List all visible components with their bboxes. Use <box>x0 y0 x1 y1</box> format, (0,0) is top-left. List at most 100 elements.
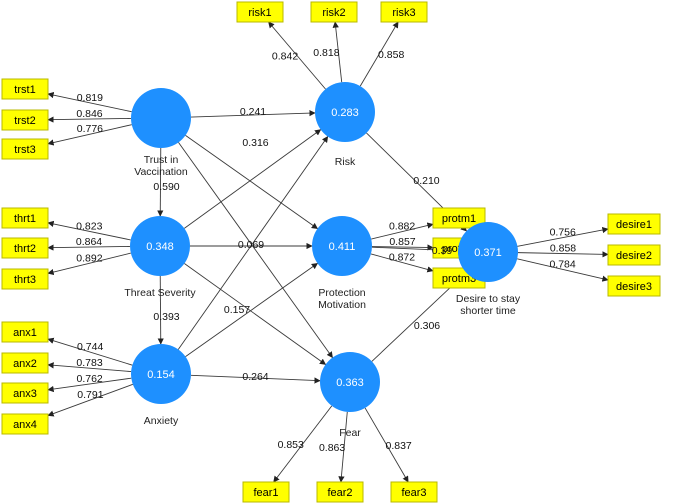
path-threat-to-risk <box>184 129 322 229</box>
indicator-trst2[interactable]: trst2 <box>1 109 49 131</box>
indicator-risk3[interactable]: risk3 <box>380 1 428 23</box>
indicator-box <box>1 207 49 229</box>
loading-arrow-anx2 <box>47 362 132 373</box>
path-threat-to-fear <box>184 263 327 365</box>
indicator-anx4[interactable]: anx4 <box>1 413 49 435</box>
loading-arrow-fear2 <box>338 411 348 483</box>
loading-value-thrt3: 0.892 <box>76 252 102 264</box>
indicator-box <box>316 481 364 503</box>
loading-arrow-desire2 <box>517 251 609 258</box>
indicator-trst1[interactable]: trst1 <box>1 78 49 100</box>
loading-arrow-risk1 <box>268 21 326 90</box>
loading-value-risk3: 0.858 <box>378 49 404 61</box>
path-coef-threat-to-fear: 0.157 <box>224 304 250 316</box>
indicator-fear3[interactable]: fear3 <box>390 481 438 503</box>
loading-arrow-thrt2 <box>47 244 131 251</box>
indicator-anx2[interactable]: anx2 <box>1 352 49 374</box>
indicator-box <box>1 413 49 435</box>
path-anxiety-to-risk <box>177 136 329 350</box>
indicator-box <box>607 275 661 297</box>
indicator-label: trst3 <box>14 144 35 156</box>
indicator-box <box>607 244 661 266</box>
construct-label: Risk <box>335 156 356 168</box>
path-trust-to-protmot <box>185 134 319 230</box>
construct-trust[interactable] <box>131 88 191 148</box>
loading-arrow-anx1 <box>47 337 133 366</box>
loading-value-protm2: 0.857 <box>389 236 415 248</box>
indicator-anx1[interactable]: anx1 <box>1 321 49 343</box>
indicator-fear2[interactable]: fear2 <box>316 481 364 503</box>
indicator-box <box>1 382 49 404</box>
loading-arrow-fear3 <box>364 407 409 483</box>
construct-r2-value: 0.283 <box>331 107 359 119</box>
path-coef-fear-to-desire: 0.306 <box>414 320 440 332</box>
path-coef-threat-to-protmot: 0.069 <box>238 239 264 251</box>
construct-circle <box>312 216 372 276</box>
loading-value-fear3: 0.837 <box>385 440 411 452</box>
loading-value-trst2: 0.846 <box>76 108 102 120</box>
loading-arrow-risk3 <box>359 21 399 87</box>
loading-value-thrt1: 0.823 <box>76 220 102 232</box>
path-anxiety-to-fear <box>190 374 321 384</box>
construct-risk[interactable]: 0.283 <box>315 82 375 142</box>
indicator-thrt3[interactable]: thrt3 <box>1 268 49 290</box>
indicator-desire1[interactable]: desire1 <box>607 213 661 235</box>
indicator-label: fear2 <box>327 487 352 499</box>
loading-value-fear1: 0.853 <box>278 439 304 451</box>
indicator-risk2[interactable]: risk2 <box>310 1 358 23</box>
indicator-label: fear1 <box>253 487 278 499</box>
construct-label: Fear <box>339 427 361 439</box>
construct-desire[interactable]: 0.371 <box>458 222 518 282</box>
path-trust-to-fear <box>178 142 333 359</box>
loading-value-fear2: 0.863 <box>319 442 345 454</box>
construct-r2-value: 0.371 <box>474 247 502 259</box>
loading-arrow-fear1 <box>273 405 333 483</box>
edges-layer <box>47 21 609 483</box>
indicator-thrt2[interactable]: thrt2 <box>1 237 49 259</box>
indicator-label: anx4 <box>13 419 37 431</box>
construct-r2-value: 0.154 <box>147 369 175 381</box>
indicator-desire3[interactable]: desire3 <box>607 275 661 297</box>
indicator-risk1[interactable]: risk1 <box>236 1 284 23</box>
indicator-fear1[interactable]: fear1 <box>242 481 290 503</box>
indicator-box <box>1 138 49 160</box>
indicator-box <box>1 352 49 374</box>
indicator-label: anx2 <box>13 358 37 370</box>
indicator-label: trst2 <box>14 115 35 127</box>
loading-arrow-desire3 <box>517 258 609 282</box>
indicator-label: protm3 <box>442 273 476 285</box>
loading-value-anx4: 0.791 <box>77 389 103 401</box>
construct-label: Trust in <box>144 154 179 166</box>
path-coef-risk-to-desire: 0.210 <box>413 175 439 187</box>
loading-arrow-risk2 <box>332 21 343 83</box>
indicator-label: thrt3 <box>14 274 36 286</box>
indicator-anx3[interactable]: anx3 <box>1 382 49 404</box>
path-anxiety-to-protmot <box>185 262 319 358</box>
construct-threat[interactable]: 0.348 <box>130 216 190 276</box>
indicator-protm1[interactable]: protm1 <box>432 207 486 229</box>
construct-r2-value: 0.411 <box>329 241 356 253</box>
indicator-label: trst1 <box>14 84 35 96</box>
loading-arrow-trst1 <box>47 92 132 113</box>
construct-protmot[interactable]: 0.411 <box>312 216 372 276</box>
indicator-box <box>236 1 284 23</box>
indicator-thrt1[interactable]: thrt1 <box>1 207 49 229</box>
indicator-trst3[interactable]: trst3 <box>1 138 49 160</box>
path-coef-protmot-to-desire: 0.39 <box>432 245 453 257</box>
path-trust-to-threat <box>157 147 164 217</box>
construct-circle <box>131 88 191 148</box>
indicator-box <box>1 78 49 100</box>
indicator-desire2[interactable]: desire2 <box>607 244 661 266</box>
loading-arrow-thrt1 <box>47 220 131 241</box>
indicator-label: risk2 <box>322 7 345 19</box>
loading-value-trst1: 0.819 <box>77 92 103 104</box>
construct-fear[interactable]: 0.363 <box>320 352 380 412</box>
construct-r2-value: 0.363 <box>336 377 364 389</box>
indicator-label: protm1 <box>442 213 476 225</box>
loading-value-desire3: 0.784 <box>549 258 575 270</box>
construct-circle <box>131 344 191 404</box>
path-threat-to-anxiety <box>157 275 164 345</box>
construct-label: Threat Severity <box>124 287 196 299</box>
construct-anxiety[interactable]: 0.154 <box>131 344 191 404</box>
